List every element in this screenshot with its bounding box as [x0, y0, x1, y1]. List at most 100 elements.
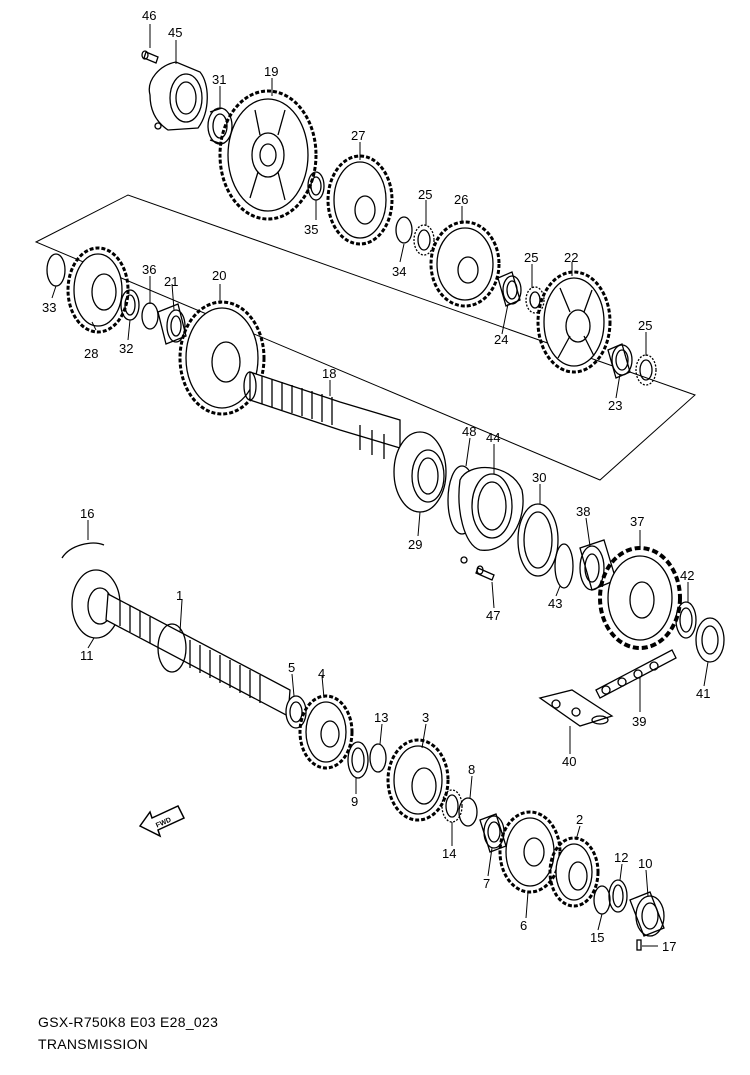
label-2: 2: [576, 812, 583, 827]
label-19: 19: [264, 64, 278, 79]
gear-27: [326, 154, 394, 246]
label-33: 33: [42, 300, 56, 315]
label-21: 21: [164, 274, 178, 289]
label-9: 9: [351, 794, 358, 809]
label-47: 47: [486, 608, 500, 623]
label-14: 14: [442, 846, 456, 861]
label-17: 17: [662, 939, 676, 954]
label-38: 38: [576, 504, 590, 519]
gear-19: [218, 89, 318, 221]
label-36: 36: [142, 262, 156, 277]
label-16: 16: [80, 506, 94, 521]
washer-35: [307, 171, 325, 201]
label-37: 37: [630, 514, 644, 529]
circlip-34: [395, 216, 413, 244]
label-5: 5: [288, 660, 295, 675]
ball-bearing-29: [393, 431, 447, 513]
label-24: 24: [494, 332, 508, 347]
label-29: 29: [408, 537, 422, 552]
washer-25-top: [413, 224, 435, 256]
label-18: 18: [322, 366, 336, 381]
washer-12: [608, 879, 628, 913]
nut-41: [695, 617, 725, 663]
label-46: 46: [142, 8, 156, 23]
label-41: 41: [696, 686, 710, 701]
gear-26: [429, 220, 501, 308]
countershaft-18: [243, 371, 401, 459]
label-44: 44: [486, 430, 500, 445]
label-28: 28: [84, 346, 98, 361]
circlip-15: [593, 885, 611, 915]
diagram-title: TRANSMISSION: [38, 1036, 149, 1052]
gear-2: [548, 836, 600, 908]
label-42: 42: [680, 568, 694, 583]
washer-42: [675, 601, 697, 639]
gear-3: [386, 738, 450, 822]
label-3: 3: [422, 710, 429, 725]
master-link-40: [538, 689, 614, 727]
label-11: 11: [80, 648, 94, 663]
label-12: 12: [614, 850, 628, 865]
model-code: GSX-R750K8 E03 E28_023: [38, 1014, 219, 1030]
retainer-44: [458, 467, 524, 564]
washer-25-right: [635, 354, 657, 386]
driveshaft-1: [105, 592, 291, 718]
label-48: 48: [462, 424, 476, 439]
circlip-16: [61, 542, 105, 559]
bolt-47: [475, 565, 495, 581]
gear-22: [536, 270, 612, 374]
label-7: 7: [483, 876, 490, 891]
label-30: 30: [532, 470, 546, 485]
label-13: 13: [374, 710, 388, 725]
sprocket-37: [598, 546, 682, 650]
needle-bearing-24: [497, 271, 522, 307]
label-43: 43: [548, 596, 562, 611]
pin-17: [636, 939, 642, 951]
spacer-38: [579, 539, 617, 591]
label-10: 10: [638, 856, 652, 871]
oil-seal-30: [517, 503, 559, 577]
label-1: 1: [176, 588, 183, 603]
label-40: 40: [562, 754, 576, 769]
label-35: 35: [304, 222, 318, 237]
label-32: 32: [119, 341, 133, 356]
gear-6: [498, 810, 562, 894]
bearing-10: [629, 891, 665, 937]
washer-32: [120, 289, 140, 321]
label-20: 20: [212, 268, 226, 283]
circlip-33: [46, 253, 66, 287]
label-4: 4: [318, 666, 325, 681]
bushing-31: [207, 107, 233, 145]
bolt-46: [141, 50, 159, 64]
group-frame: [34, 194, 696, 481]
label-39: 39: [632, 714, 646, 729]
label-25-right: 25: [638, 318, 652, 333]
label-25-top: 25: [418, 187, 432, 202]
oring-43: [554, 543, 574, 589]
leader-lines: [51, 24, 709, 947]
label-31: 31: [212, 72, 226, 87]
gear-4: [298, 694, 354, 770]
bushing-21: [157, 303, 187, 345]
label-34: 34: [392, 264, 406, 279]
washer-8: [458, 797, 478, 827]
bearing-housing-45: [148, 61, 208, 131]
label-23: 23: [608, 398, 622, 413]
label-25-mid: 25: [524, 250, 538, 265]
label-26: 26: [454, 192, 468, 207]
label-15: 15: [590, 930, 604, 945]
label-22: 22: [564, 250, 578, 265]
label-45: 45: [168, 25, 182, 40]
label-8: 8: [468, 762, 475, 777]
washer-9: [347, 741, 369, 779]
label-6: 6: [520, 918, 527, 933]
part-labels: 46 45 31 19 27 35 25 26 34 25 22 24 25 2…: [42, 8, 710, 954]
gear-28: [66, 246, 130, 334]
washer-25-mid: [525, 286, 545, 314]
gear-20: [178, 300, 266, 416]
fwd-arrow-icon: [138, 805, 186, 838]
chain-39: [595, 649, 677, 699]
washer-14: [441, 789, 463, 823]
washer-36: [141, 302, 159, 330]
